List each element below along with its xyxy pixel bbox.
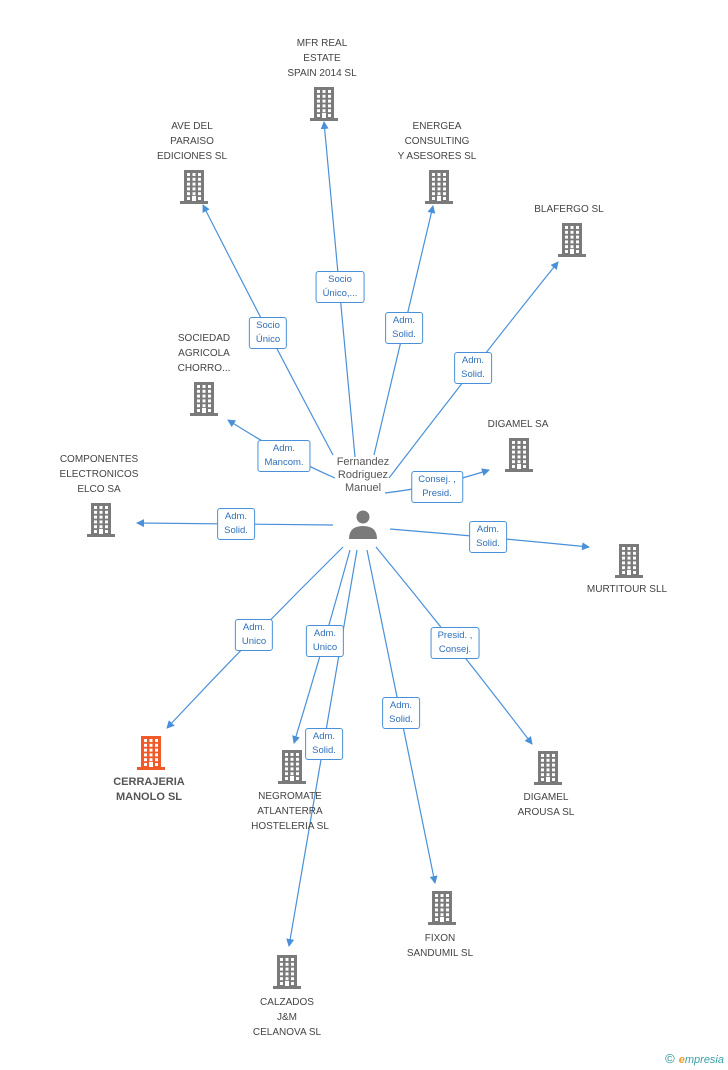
company-label-calzados[interactable]: CALZADOS J&M CELANOVA SL <box>252 997 322 1038</box>
brand-logo-letter: e <box>678 1054 685 1066</box>
brand-footer: ©empresia <box>665 1051 724 1066</box>
edge-label-calzados: Adm. Solid. <box>305 728 343 760</box>
edge-label-blafergo: Adm. Solid. <box>454 352 492 384</box>
building-icon <box>505 438 533 472</box>
building-icon <box>310 87 338 121</box>
company-label-mfr[interactable]: MFR REAL ESTATE SPAIN 2014 SL <box>287 38 357 79</box>
building-icon <box>180 170 208 204</box>
company-label-energea[interactable]: ENERGEA CONSULTING Y ASESORES SL <box>397 121 477 162</box>
edge-label-sociedad: Adm. Mancom. <box>257 440 311 472</box>
edge-label-mfr: Socio Único,... <box>315 271 365 303</box>
edge-label-ave: Socio Único <box>248 317 288 349</box>
company-label-sociedad[interactable]: SOCIEDAD AGRICOLA CHORRO... <box>177 333 231 374</box>
copyright-symbol: © <box>665 1051 675 1066</box>
edge-label-fixon: Adm. Solid. <box>382 697 420 729</box>
edge-label-digamelarousa: Presid. , Consej. <box>430 627 480 659</box>
company-label-cerrajeria[interactable]: CERRAJERIA MANOLO SL <box>113 776 185 803</box>
company-label-componentes[interactable]: COMPONENTES ELECTRONICOS ELCO SA <box>59 454 139 495</box>
building-icon <box>273 955 301 989</box>
company-label-blafergo[interactable]: BLAFERGO SL <box>534 204 604 215</box>
edge-label-energea: Adm. Solid. <box>385 312 423 344</box>
building-icon <box>615 544 643 578</box>
building-icon <box>558 223 586 257</box>
brand-name: mpresia <box>684 1054 724 1066</box>
company-label-digamelarousa[interactable]: DIGAMEL AROUSA SL <box>517 792 575 818</box>
company-label-fixon[interactable]: FIXON SANDUMIL SL <box>406 933 474 959</box>
building-icon <box>87 503 115 537</box>
building-icon <box>425 170 453 204</box>
company-label-digamelsa[interactable]: DIGAMEL SA <box>487 419 549 430</box>
edge-label-digamelsa: Consej. , Presid. <box>411 471 463 503</box>
building-icon <box>278 750 306 784</box>
edge-label-cerrajeria: Adm. Unico <box>234 619 274 651</box>
person-icon <box>349 510 377 539</box>
edge-label-negromate: Adm. Unico <box>305 625 345 657</box>
edge-label-murtitour: Adm. Solid. <box>469 521 507 553</box>
edge-label-componentes: Adm. Solid. <box>217 508 255 540</box>
building-icon <box>137 736 165 770</box>
building-icon <box>190 382 218 416</box>
building-icon <box>428 891 456 925</box>
company-label-negromate[interactable]: NEGROMATE ATLANTERRA HOSTELERIA SL <box>251 791 329 832</box>
company-label-murtitour[interactable]: MURTITOUR SLL <box>586 584 668 595</box>
building-icon <box>534 751 562 785</box>
center-person-label: Fernandez Rodriguez Manuel <box>336 456 390 494</box>
company-label-ave[interactable]: AVE DEL PARAISO EDICIONES SL <box>156 121 228 162</box>
